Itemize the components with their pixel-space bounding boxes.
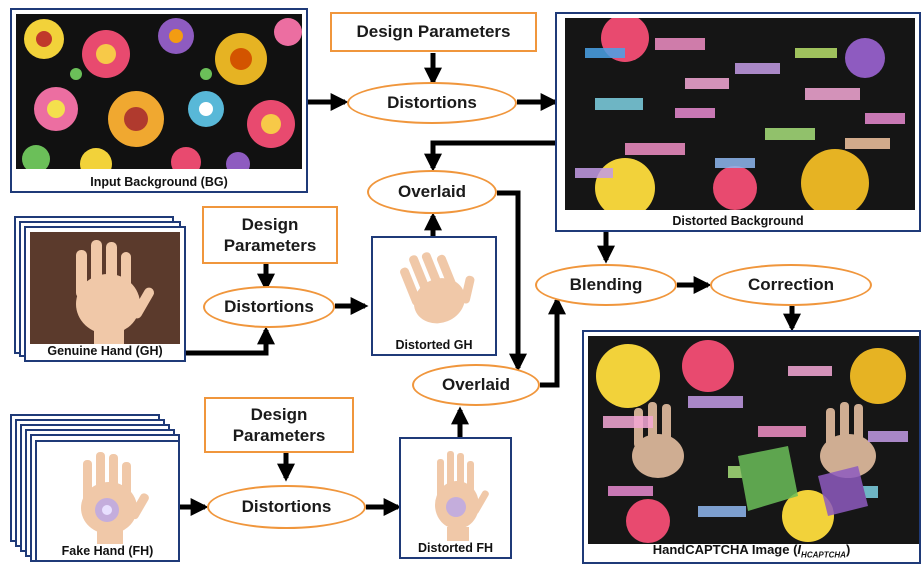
distorted-gh-image xyxy=(400,252,475,324)
fake-hand-caption: Fake Hand (FH) xyxy=(61,544,154,558)
handcaptcha-frame: HandCAPTCHA Image (IHCAPTCHA) xyxy=(582,330,921,564)
arrow-overlaid-bottom-to-blending xyxy=(540,296,566,388)
design-parameters-mid-box: Design Parameters xyxy=(202,206,338,264)
distorted-gh-caption: Distorted GH xyxy=(395,338,473,352)
fake-hand-frame: Fake Hand (FH) xyxy=(35,440,180,562)
distortions-top-node: Distortions xyxy=(347,82,517,124)
input-background-caption: Input Background (BG) xyxy=(90,175,228,189)
overlaid-top-node: Overlaid xyxy=(367,170,497,214)
floral-pattern-image xyxy=(16,14,302,169)
blending-node: Blending xyxy=(535,264,677,306)
handcaptcha-caption-close: ) xyxy=(845,542,851,558)
distorted-fh-image xyxy=(435,451,489,541)
arrow-overlaid-to-blending xyxy=(497,190,527,372)
fake-hand-image xyxy=(81,452,149,544)
handcaptcha-caption-symbol: I xyxy=(797,542,802,558)
handcaptcha-caption: HandCAPTCHA Image (IHCAPTCHA) xyxy=(584,542,919,560)
distortions-bottom-node: Distortions xyxy=(207,485,366,529)
genuine-hand-image xyxy=(30,232,180,344)
distorted-background-frame: Distorted Background xyxy=(555,12,921,232)
handcaptcha-caption-subscript: HCAPTCHA xyxy=(801,551,846,560)
input-background-frame: Input Background (BG) xyxy=(10,8,308,193)
distorted-background-image xyxy=(565,18,915,210)
arrow-gh-to-distortions xyxy=(186,326,275,356)
overlaid-bottom-node: Overlaid xyxy=(412,364,540,406)
handcaptcha-image xyxy=(588,336,919,544)
handcaptcha-caption-main: HandCAPTCHA Image ( xyxy=(652,542,798,558)
distortions-mid-node: Distortions xyxy=(203,286,335,328)
arrow-distorted-bg-to-overlaid xyxy=(424,140,555,172)
distorted-background-caption: Distorted Background xyxy=(672,214,804,228)
distorted-fh-caption: Distorted FH xyxy=(418,541,493,555)
distorted-fh-frame: Distorted FH xyxy=(399,437,512,559)
design-parameters-top-box: Design Parameters xyxy=(330,12,537,52)
correction-node: Correction xyxy=(710,264,872,306)
design-parameters-bottom-box: Design Parameters xyxy=(204,397,354,453)
genuine-hand-frame: Genuine Hand (GH) xyxy=(24,226,186,362)
genuine-hand-caption: Genuine Hand (GH) xyxy=(47,344,163,358)
distorted-gh-frame: Distorted GH xyxy=(371,236,497,356)
